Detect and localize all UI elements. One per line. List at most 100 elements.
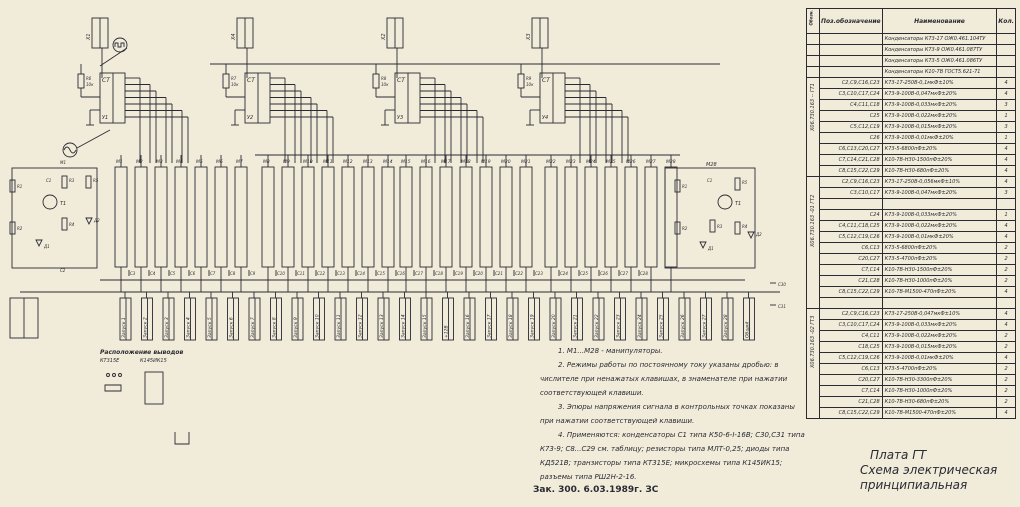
bottom-connector: [463, 297, 476, 341]
bottom-connector-label: +12В: [444, 325, 450, 338]
cell-name: К73-17-250В-0,1мкФ±10%: [881, 77, 998, 89]
cell-name: К73-9-100В-0,033мкФ±20%: [881, 99, 998, 111]
diode-D2: [85, 217, 93, 226]
capacitor-label: С1: [46, 178, 51, 183]
cell-name: К10-7В-Н30-1000пФ±20%: [881, 385, 998, 397]
manipulator-label: М5: [196, 159, 203, 165]
manipulator-М25: [604, 166, 618, 268]
chip-У1: [99, 72, 126, 124]
cell-qty: 4: [996, 143, 1016, 155]
cell-qty: 4: [996, 77, 1016, 89]
cell-pos: С20,С27: [819, 253, 883, 265]
label: R3: [717, 224, 723, 229]
cell-name: К10-7В-Н30-1500пФ±20%: [881, 264, 998, 276]
cell-qty: 4: [996, 176, 1016, 188]
cell-pos: С8,С15,С22,С29: [819, 165, 883, 177]
bottom-connector: [291, 297, 304, 341]
capacitor-label: С5: [170, 271, 176, 276]
cell-qty: [996, 297, 1016, 309]
manipulator-М1: [114, 166, 128, 268]
capacitor-label: С16: [397, 271, 405, 276]
table-row: [807, 198, 1016, 210]
pulse-waveform-glyph: [114, 42, 125, 48]
bottom-connector: [721, 297, 734, 341]
cell-pos: [819, 44, 883, 56]
chip-label: У2: [247, 115, 253, 121]
cell-pos: С21,С28: [819, 396, 883, 408]
capacitor-label: С21: [495, 271, 503, 276]
cell-name: Конденсаторы К73-5 ОЖ0.461.086ТУ: [881, 55, 998, 67]
chip-pinout: [144, 371, 164, 405]
cell-name: К73-9-100В-0,01мкФ±20%: [881, 132, 998, 144]
cell-pos: С7,С14,С21,С28: [819, 154, 883, 166]
manipulator-label: М9: [283, 159, 290, 165]
cell-qty: 4: [996, 220, 1016, 232]
bottom-connector-label: Запуск 4: [186, 317, 192, 338]
manipulator-М19: [479, 166, 493, 268]
cell-pos: С5,С12,С19,С26: [819, 352, 883, 364]
capacitor-label: С14: [357, 271, 365, 276]
cell-name: Конденсаторы К10-7В ГОСТ5.621-71: [881, 66, 998, 78]
resistor-R8: [372, 73, 380, 89]
cell-qty: [996, 66, 1016, 78]
cell-qty: 4: [996, 407, 1016, 419]
cell-pos: [819, 55, 883, 67]
manipulator-М22: [544, 166, 558, 268]
chip-У3: [394, 72, 421, 124]
manipulator-М12: [341, 166, 355, 268]
cell-name: К73-9-100В-0,01мкФ±20%: [881, 352, 998, 364]
capacitor-label: С4: [150, 271, 156, 276]
capacitor-label: С26: [600, 271, 608, 276]
bottom-connector: [592, 297, 605, 341]
chip-label: У4: [542, 115, 548, 121]
cell-name: К10-7В-М1500-470пФ±20%: [881, 407, 998, 419]
bottom-connector-label: Запуск 7: [250, 317, 256, 338]
cell-pos: [819, 297, 883, 309]
manipulator-М16: [419, 166, 433, 268]
chip-type-label: СТ: [397, 77, 406, 84]
label: С1: [707, 178, 712, 183]
bottom-connector-label: Запуск 15: [422, 314, 428, 338]
cell-qty: [996, 44, 1016, 56]
cell-pos: С5,С12,С19,С26: [819, 231, 883, 243]
capacitor-label: С7: [210, 271, 216, 276]
bottom-connector: [506, 297, 519, 341]
cell-qty: 2: [996, 374, 1016, 386]
bottom-connector-label: Запуск 6: [229, 317, 235, 338]
cell-qty: 1: [996, 110, 1016, 122]
cell-qty: 2: [996, 275, 1016, 287]
cell-pos: С25: [819, 110, 883, 122]
table-header: Обозн. Поз.обозначение Наименование Кол.: [806, 8, 1016, 34]
capacitor-label: С20: [475, 271, 483, 276]
manipulator-М7: [234, 166, 248, 268]
cell-pos: С5,С12,С19: [819, 121, 883, 133]
cell-pos: С3,С10,С17: [819, 187, 883, 199]
resistor-R1: [674, 179, 681, 193]
capacitor-label: С6: [190, 271, 196, 276]
bottom-connector-label: Запуск 16: [465, 314, 471, 338]
label: R1: [17, 184, 22, 189]
cell-group: Х06.730.163 -- ГТ1: [806, 77, 820, 177]
cell-pos: С7,С14: [819, 264, 883, 276]
label: R5: [93, 178, 99, 183]
label: М1: [60, 160, 66, 165]
manipulator-label: М6: [216, 159, 223, 165]
cell-pos: С21,С28: [819, 275, 883, 287]
bottom-connector: [528, 297, 540, 341]
label: М28: [706, 162, 717, 168]
bottom-connector: [399, 297, 411, 341]
title-line-2: Схема электрическая: [860, 463, 998, 477]
cell-pos: С24: [819, 209, 883, 221]
cell-name: К73-5-6800пФ±20%: [881, 143, 998, 155]
cell-name: К73-9-100В-0,015мкФ±20%: [881, 341, 998, 353]
